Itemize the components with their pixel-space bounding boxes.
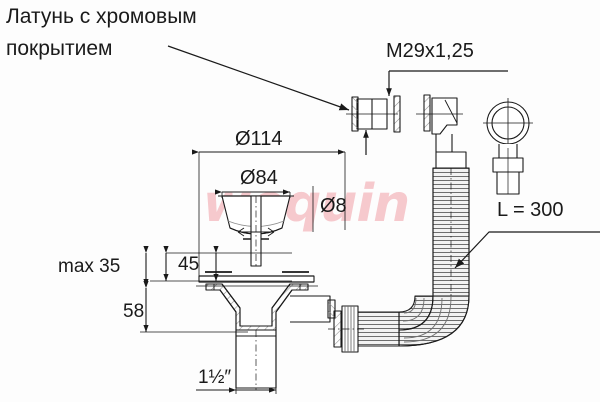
center-screw [237,195,275,267]
dimension-height-58 [140,280,248,333]
dimension-diameter-outer [191,149,346,276]
overflow-elbow [416,94,463,152]
hose-union-nut [328,305,366,353]
label-thread-size: M29x1,25 [386,40,474,62]
corrugated-hose [432,151,470,297]
corrugated-hose-bend [398,295,470,347]
dimension-diameter-basket [214,189,291,198]
title-line-1: Латунь с хромовым [6,5,197,28]
leader-line-material [167,45,350,111]
label-diameter-screw: Ø8 [320,195,347,217]
side-outlet-branch [290,295,336,323]
outlet-pipe [235,329,277,390]
label-diameter-outer: Ø114 [235,128,283,150]
label-diameter-basket: Ø84 [240,167,278,189]
leader-line-thread [363,70,508,155]
label-hose-length: L = 300 [497,199,564,221]
leader-line-hose-length [454,231,600,269]
dimension-outlet-size [196,387,277,394]
overflow-nut [346,96,398,132]
label-height-45: 45 [178,254,200,275]
dimension-height-45 [150,245,292,282]
strainer-flange [198,271,315,283]
label-height-max: max 35 [58,256,121,277]
label-height-58: 58 [123,301,145,322]
title-line-2: покрытием [6,37,113,60]
overflow-gasket [393,95,401,133]
overflow-cover-cap [483,98,533,195]
label-outlet-size: 1½″ [198,367,232,388]
